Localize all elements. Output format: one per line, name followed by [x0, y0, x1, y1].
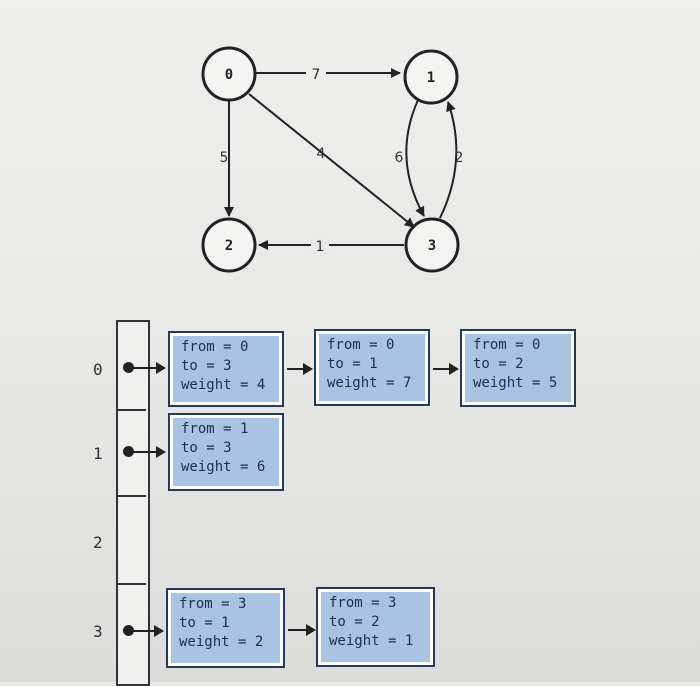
array-cell-divider: [116, 409, 146, 411]
graph-node-2: 2: [201, 217, 257, 273]
edge-0-3: [248, 93, 415, 228]
edge-from-text: from = 3: [329, 595, 397, 611]
adjacency-array: [116, 320, 150, 686]
edge-node-box: from = 0 to = 1 weight = 7: [314, 329, 430, 406]
graph-node-1: 1: [403, 49, 459, 105]
edge-node-box: from = 0 to = 2 weight = 5: [460, 329, 576, 407]
graph-node-0: 0: [201, 46, 257, 102]
node-label: 1: [427, 70, 435, 86]
edge-to-text: to = 2: [473, 356, 524, 372]
edge-weight-text: weight = 2: [179, 634, 264, 650]
array-index: 1: [93, 444, 103, 463]
graph-node-3: 3: [404, 217, 460, 273]
pointer-dot: [123, 362, 134, 373]
edge-weight-label: 7: [312, 67, 321, 83]
next-pointer-arrow: [287, 363, 313, 375]
edge-weight-text: weight = 5: [473, 375, 558, 391]
edge-node-box: from = 0 to = 3 weight = 4: [168, 331, 284, 407]
node-label: 3: [428, 238, 436, 254]
pointer-arrow: [132, 362, 166, 374]
edge-weight-text: weight = 7: [327, 375, 412, 391]
edge-weight-label: 6: [395, 150, 404, 166]
array-index: 0: [93, 360, 103, 379]
edge-node-box: from = 3 to = 1 weight = 2: [166, 588, 285, 668]
node-label: 2: [225, 238, 233, 254]
edge-weight-label: 5: [220, 150, 229, 166]
edge-weight-label: 4: [317, 146, 326, 162]
edge-from-text: from = 1: [181, 421, 249, 437]
edge-weight-text: weight = 1: [329, 633, 414, 649]
edge-weight-text: weight = 6: [181, 459, 266, 475]
edge-to-text: to = 1: [179, 615, 230, 631]
edge-weight-label: 1: [316, 239, 325, 255]
edge-from-text: from = 3: [179, 596, 247, 612]
pointer-arrow: [132, 625, 164, 637]
edge-weight-label: 2: [455, 150, 464, 166]
array-index: 3: [93, 622, 103, 641]
edge-3-1: [439, 101, 458, 219]
edge-node-box: from = 1 to = 3 weight = 6: [168, 413, 284, 491]
edge-from-text: from = 0: [181, 339, 249, 355]
edge-to-text: to = 3: [181, 440, 232, 456]
node-label: 0: [225, 67, 233, 83]
edge-1-3: [405, 99, 425, 217]
edge-to-text: to = 3: [181, 358, 232, 374]
graph-diagram: 7 5 4 6 2 1 0 1 2 3: [201, 46, 464, 273]
array-cell-divider: [116, 583, 146, 585]
pointer-dot: [123, 446, 134, 457]
edge-from-text: from = 0: [327, 337, 395, 353]
array-cell-divider: [116, 495, 146, 497]
edge-node-box: from = 3 to = 2 weight = 1: [316, 587, 435, 667]
edge-to-text: to = 2: [329, 614, 380, 630]
pointer-dot: [123, 625, 134, 636]
edge-from-text: from = 0: [473, 337, 541, 353]
array-index: 2: [93, 533, 103, 552]
pointer-arrow: [132, 446, 166, 458]
edge-to-text: to = 1: [327, 356, 378, 372]
edge-weight-text: weight = 4: [181, 377, 266, 393]
next-pointer-arrow: [433, 363, 459, 375]
next-pointer-arrow: [288, 624, 316, 636]
